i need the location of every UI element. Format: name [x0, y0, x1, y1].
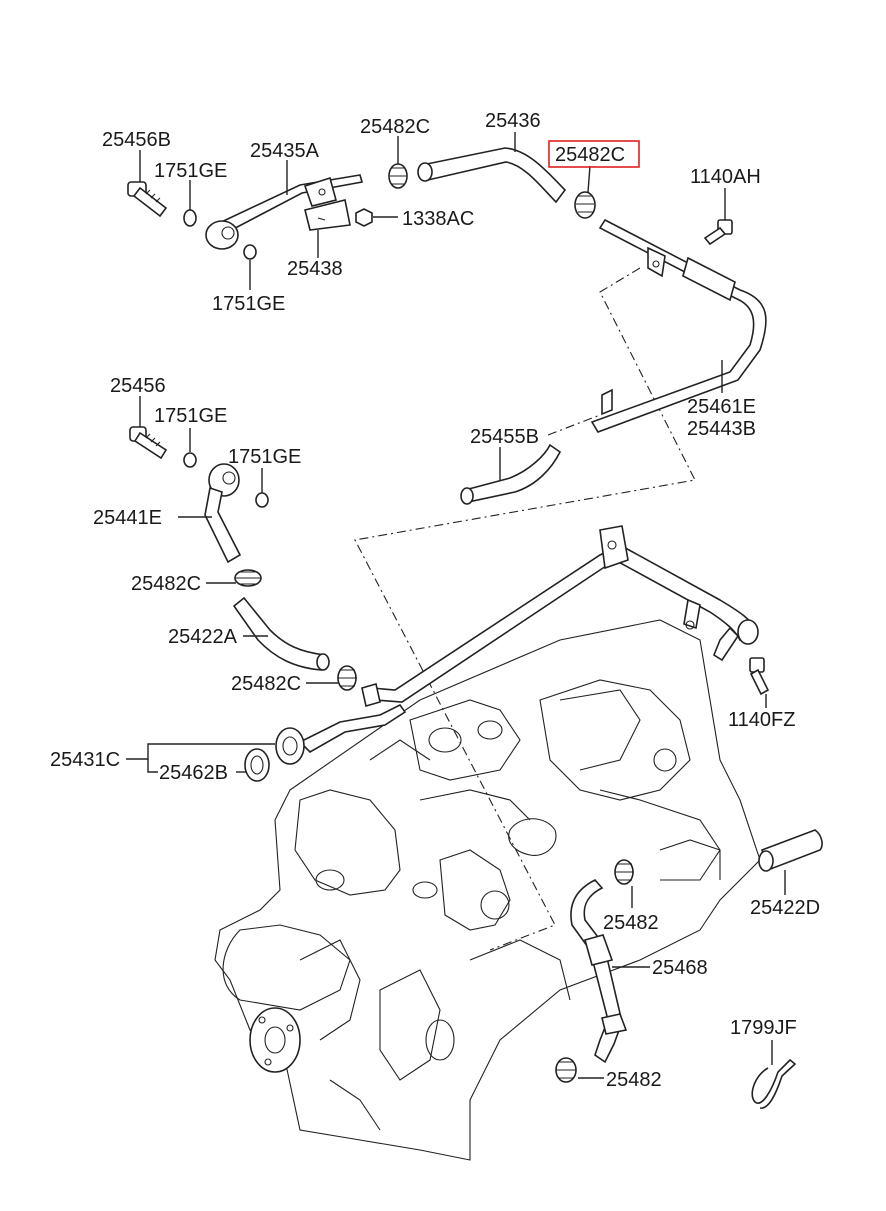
label-25422A[interactable]: 25422A: [168, 626, 238, 648]
part-labels: 25456B 1751GE 25435A 25438 1338AC 1751GE…: [50, 110, 820, 1091]
label-1799JF[interactable]: 1799JF: [730, 1017, 797, 1039]
bolt-25456[interactable]: [129, 426, 168, 460]
label-25443B[interactable]: 25443B: [687, 418, 756, 440]
nut-1338AC[interactable]: [355, 208, 373, 227]
clamp-25482C-b[interactable]: [234, 569, 262, 587]
label-25456B[interactable]: 25456B: [102, 129, 171, 151]
label-1140FZ[interactable]: 1140FZ: [728, 709, 795, 731]
bolt-1140AH[interactable]: [703, 219, 733, 246]
label-1751GE-c[interactable]: 1751GE: [154, 405, 227, 427]
washer-1751GE-c[interactable]: [183, 452, 197, 468]
label-25468[interactable]: 25468: [652, 957, 708, 979]
label-1751GE-a[interactable]: 1751GE: [154, 160, 227, 182]
selected-part-highlight: [548, 140, 640, 168]
label-25456[interactable]: 25456: [110, 375, 166, 397]
washer-1751GE-d[interactable]: [255, 492, 269, 508]
label-25431C[interactable]: 25431C: [50, 749, 120, 771]
bolt-25456B[interactable]: [127, 181, 168, 218]
label-25422D[interactable]: 25422D: [750, 897, 820, 919]
clamp-25482C-selected[interactable]: [574, 191, 596, 219]
pipe-25435A[interactable]: [205, 174, 364, 250]
label-25455B[interactable]: 25455B: [470, 426, 539, 448]
clamp-25482-b[interactable]: [555, 1057, 577, 1083]
pipe-25441E[interactable]: [204, 463, 242, 564]
bracket-25438[interactable]: [304, 199, 351, 231]
clamp-25482C-a[interactable]: [388, 163, 408, 189]
label-25461E[interactable]: 25461E: [687, 396, 756, 418]
dashed-reference-lines: [354, 267, 696, 951]
hose-25455B[interactable]: [460, 443, 562, 505]
hose-25422D[interactable]: [758, 829, 823, 872]
label-1751GE-d[interactable]: 1751GE: [228, 446, 301, 468]
label-25482-a[interactable]: 25482: [603, 912, 659, 934]
hose-25422A[interactable]: [232, 596, 330, 671]
label-1140AH[interactable]: 1140AH: [690, 166, 761, 188]
label-25482C-c[interactable]: 25482C: [231, 673, 301, 695]
label-25482C-a[interactable]: 25482C: [360, 116, 430, 138]
clamp-25482-a[interactable]: [614, 859, 634, 885]
label-25441E[interactable]: 25441E: [93, 507, 162, 529]
leader-lines: [126, 132, 786, 1079]
gasket-25462B[interactable]: [244, 748, 270, 782]
label-25436[interactable]: 25436: [485, 110, 541, 132]
clip-1799JF[interactable]: [751, 1058, 797, 1109]
label-25438[interactable]: 25438: [287, 258, 343, 280]
hose-25468[interactable]: [570, 879, 628, 1064]
label-1751GE-b[interactable]: 1751GE: [212, 293, 285, 315]
label-25462B[interactable]: 25462B: [159, 762, 228, 784]
washer-1751GE-a[interactable]: [183, 209, 197, 227]
bolt-1140FZ[interactable]: [749, 657, 770, 696]
label-25435A[interactable]: 25435A: [250, 140, 320, 162]
washer-1751GE-b[interactable]: [243, 244, 257, 260]
label-25482-b[interactable]: 25482: [606, 1069, 662, 1091]
pipe-25431C[interactable]: [275, 525, 759, 765]
engine-block: [214, 619, 761, 1161]
label-25482C-b[interactable]: 25482C: [131, 573, 201, 595]
label-1338AC[interactable]: 1338AC: [402, 208, 474, 230]
label-25482C-selected[interactable]: 25482C: [555, 144, 625, 166]
hose-25436[interactable]: [417, 147, 567, 204]
clamp-25482C-c[interactable]: [337, 665, 357, 691]
